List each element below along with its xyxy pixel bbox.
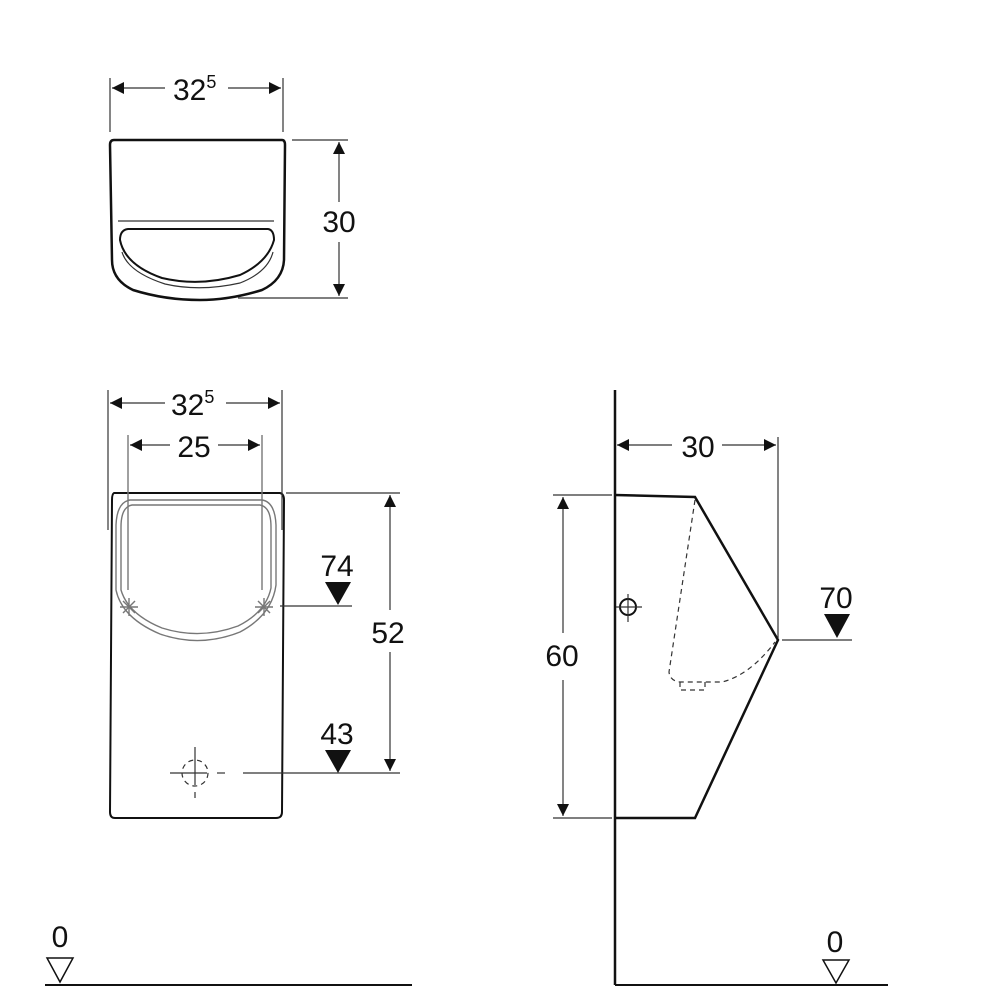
projection-label: 30 — [681, 431, 714, 464]
top-width-label: 325 — [173, 72, 216, 107]
outlet-level-label: 43 — [320, 718, 353, 751]
top-view: 325 30 — [108, 72, 356, 302]
fixing-point-right — [255, 598, 273, 616]
waste-connection-mark — [616, 594, 642, 622]
fixing-height-label: 52 — [371, 617, 404, 650]
front-view: 325 25 52 74 43 — [107, 387, 405, 819]
upper-level-label: 74 — [320, 550, 353, 583]
side-view-bowl-hidden — [668, 499, 776, 683]
height-label: 60 — [545, 640, 578, 673]
side-view: 30 60 70 0 — [545, 390, 888, 986]
front-view-bowl-inner — [120, 504, 272, 635]
front-view-bowl — [115, 499, 277, 642]
side-view-outline — [614, 493, 780, 820]
floor-level-marker-icon — [45, 957, 75, 984]
fixing-point-left — [120, 598, 138, 616]
outlet-centre-mark — [170, 747, 225, 798]
level-marker-icon — [325, 582, 351, 605]
front-width-label: 325 — [171, 387, 214, 422]
fixing-width-label: 25 — [177, 431, 210, 464]
left-floor: 0 — [45, 921, 412, 986]
left-floor-level-label: 0 — [52, 921, 69, 954]
level-marker-icon — [824, 614, 850, 638]
top-depth-label: 30 — [322, 206, 355, 239]
right-floor-level-label: 0 — [827, 926, 844, 959]
top-view-outline — [108, 138, 287, 302]
floor-level-marker-icon — [821, 959, 851, 985]
rim-level-label: 70 — [819, 582, 852, 615]
level-marker-icon — [325, 750, 351, 773]
top-view-bowl — [118, 228, 276, 283]
front-view-outline — [108, 492, 286, 819]
top-view-bowl-inner — [121, 251, 274, 289]
side-view-outlet-hidden — [679, 682, 706, 691]
